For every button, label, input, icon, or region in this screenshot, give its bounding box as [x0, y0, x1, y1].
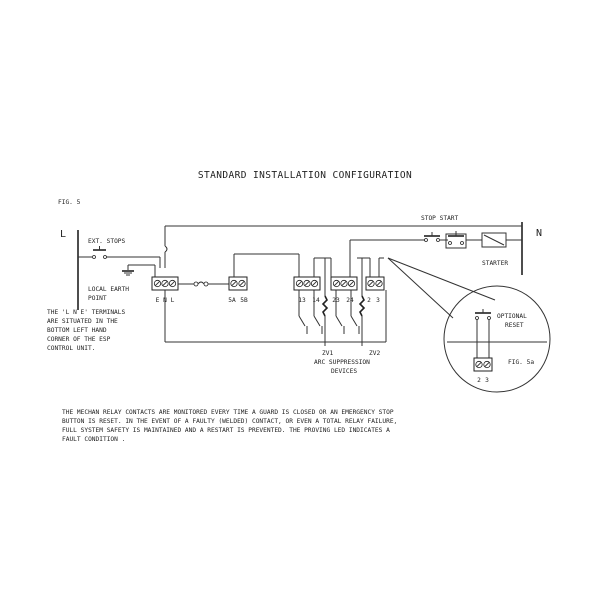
terminal-block-enl	[151, 276, 179, 291]
optional-reset-line1: OPTIONAL	[497, 313, 527, 320]
stop-start-label: STOP START	[421, 215, 459, 222]
note-lne-line1: THE 'L N E' TERMINALS	[47, 309, 126, 316]
line-label: L	[60, 229, 66, 240]
relay-contact-4-icon	[350, 290, 360, 334]
earth-icon	[122, 264, 155, 276]
earth-label-line1: LOCAL EARTH	[88, 286, 129, 293]
note-lne-line3: BOTTOM LEFT HAND	[47, 327, 107, 334]
inset-terminal-label-3: 3	[485, 377, 489, 384]
inset-terminal-block	[473, 357, 493, 372]
terminal-label-e: E	[156, 297, 160, 304]
terminal-label-5b: 5B	[240, 297, 248, 304]
fig-label: FIG. 5	[58, 199, 81, 206]
terminal-block-1314	[293, 276, 321, 291]
arc-suppressor-zv1-icon	[321, 258, 329, 346]
terminal-label-2: 2	[367, 297, 371, 304]
description-line1: THE MECHAN RELAY CONTACTS ARE MONITORED …	[62, 409, 394, 416]
starter-coil-icon	[481, 232, 507, 248]
fig-label-inset: FIG. 5a	[508, 359, 534, 366]
zv1-label: ZV1	[322, 350, 333, 357]
terminal-block-5a5b	[228, 276, 248, 291]
description-line3: FULL SYSTEM SAFETY IS MAINTAINED AND A R…	[62, 427, 390, 434]
optional-reset-button-icon	[475, 309, 491, 358]
arc-suppressor-zv2-icon	[358, 258, 366, 346]
terminal-label-5a: 5A	[228, 297, 236, 304]
note-lne-line5: CONTROL UNIT.	[47, 345, 95, 352]
ext-stop-button-icon	[92, 246, 107, 259]
note-lne-line2: ARE SITUATED IN THE	[47, 318, 118, 325]
terminal-label-l: L	[171, 297, 175, 304]
arc-label-line1: ARC SUPPRESSION	[314, 359, 370, 366]
inset-leader-top	[387, 257, 496, 301]
inset-detail-circle	[443, 285, 551, 393]
earth-label-line2: POINT	[88, 295, 107, 302]
terminal-label-13: 13	[298, 297, 306, 304]
inset-terminal-label-2: 2	[477, 377, 481, 384]
start-button-icon	[445, 231, 467, 249]
description-line4: FAULT CONDITION .	[62, 436, 125, 443]
relay-contact-2-icon	[313, 290, 323, 334]
terminal-block-23	[365, 276, 385, 291]
arc-label-line2: DEVICES	[331, 368, 357, 375]
terminal-block-2324	[330, 276, 358, 291]
starter-label: STARTER	[482, 260, 508, 267]
relay-contact-3-icon	[335, 290, 345, 334]
terminal-label-14: 14	[312, 297, 320, 304]
stop-button-icon	[424, 232, 440, 242]
neutral-label: N	[536, 228, 542, 239]
note-lne-line4: CORNER OF THE ESP	[47, 336, 111, 343]
ext-stops-label: EXT. STOPS	[88, 238, 126, 245]
top-wire-crossover	[164, 245, 168, 253]
link-icon	[193, 281, 209, 287]
inset-leader-bottom	[387, 257, 454, 319]
diagram-title: STANDARD INSTALLATION CONFIGURATION	[198, 170, 412, 181]
terminal-label-24: 24	[346, 297, 354, 304]
relay-contact-1-icon	[298, 290, 308, 334]
zv2-label: ZV2	[369, 350, 380, 357]
description-line2: BUTTON IS RESET. IN THE EVENT OF A FAULT…	[62, 418, 397, 425]
terminal-label-3: 3	[376, 297, 380, 304]
optional-reset-line2: RESET	[505, 322, 524, 329]
